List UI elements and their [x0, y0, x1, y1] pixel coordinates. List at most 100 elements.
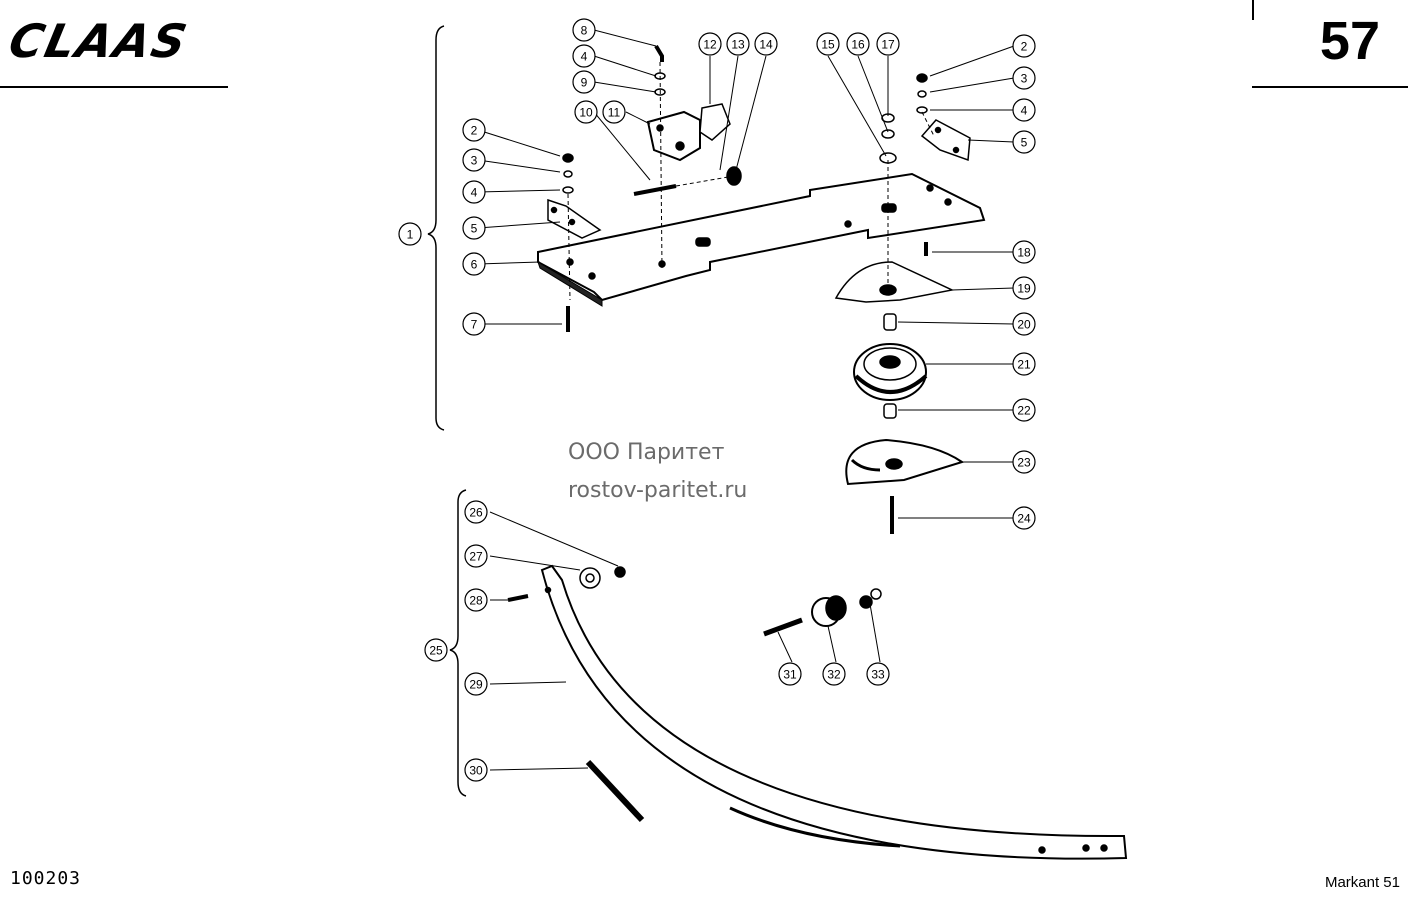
bushing-20: [883, 313, 897, 331]
group-25-brace: [449, 489, 467, 797]
bolt-8: [654, 44, 664, 62]
callout-number: 3: [1021, 72, 1028, 86]
callout-number: 5: [1021, 136, 1028, 150]
callout-number: 19: [1017, 282, 1031, 296]
callout-number: 2: [1021, 40, 1028, 54]
callout-number: 5: [471, 222, 478, 236]
callout-12: 12: [698, 32, 722, 56]
callout-32: 32: [822, 662, 846, 686]
bolt-31: [763, 617, 803, 637]
callout-11: 11: [602, 100, 626, 124]
callout-number: 4: [471, 186, 478, 200]
callout-number: 24: [1017, 512, 1031, 526]
callout-number: 32: [827, 668, 841, 682]
callout-number: 28: [469, 594, 483, 608]
callout-number: 17: [881, 38, 895, 52]
callout-33: 33: [866, 662, 890, 686]
guard-23: [845, 438, 965, 486]
callout-28: 28: [464, 588, 488, 612]
callout-number: 8: [581, 24, 588, 38]
nut-33: [859, 595, 873, 609]
group-1-brace: [427, 25, 445, 431]
callout-14: 14: [754, 32, 778, 56]
callout-number: 22: [1017, 404, 1031, 418]
callout-number: 14: [759, 38, 773, 52]
callout-number: 3: [471, 154, 478, 168]
callout-18: 18: [1012, 240, 1036, 264]
callout-number: 31: [783, 668, 797, 682]
callout-25: 25: [424, 638, 448, 662]
tube-30: [585, 759, 645, 823]
callout-number: 23: [1017, 456, 1031, 470]
washer-27: [579, 567, 601, 589]
callout-number: 11: [608, 106, 621, 120]
callout-5: 5: [1012, 130, 1036, 154]
arm-assembly: [646, 110, 701, 162]
callout-number: 25: [429, 644, 443, 658]
callout-number: 21: [1017, 358, 1031, 372]
callout-number: 18: [1017, 246, 1031, 260]
callout-5: 5: [462, 216, 486, 240]
callout-number: 4: [581, 50, 588, 64]
callout-9: 9: [572, 70, 596, 94]
mounting-plate-edge: [537, 260, 603, 307]
callout-number: 16: [851, 38, 865, 52]
callout-27: 27: [464, 544, 488, 568]
callout-15: 15: [816, 32, 840, 56]
callout-19: 19: [1012, 276, 1036, 300]
callout-1: 1: [398, 222, 422, 246]
page-number: 57: [1319, 11, 1380, 71]
callout-22: 22: [1012, 398, 1036, 422]
callout-4: 4: [572, 44, 596, 68]
callout-4: 4: [1012, 98, 1036, 122]
callout-number: 1: [407, 228, 414, 242]
callout-17: 17: [876, 32, 900, 56]
callout-30: 30: [464, 758, 488, 782]
callout-number: 27: [469, 550, 483, 564]
callout-23: 23: [1012, 450, 1036, 474]
callout-number: 29: [469, 678, 483, 692]
callout-number: 26: [469, 506, 483, 520]
callout-number: 33: [871, 668, 885, 682]
callout-24: 24: [1012, 506, 1036, 530]
watermark-website: rostov-paritet.ru: [568, 478, 748, 503]
callout-number: 10: [579, 106, 593, 120]
bolt-10: [633, 184, 677, 196]
callout-7: 7: [462, 312, 486, 336]
callout-number: 20: [1017, 318, 1031, 332]
callout-number: 6: [471, 258, 478, 272]
model-name: Markant 51: [1324, 874, 1400, 891]
nut-26: [614, 566, 626, 578]
callout-number: 4: [1021, 104, 1028, 118]
callout-number: 12: [703, 38, 717, 52]
callout-number: 9: [581, 76, 588, 90]
callout-20: 20: [1012, 312, 1036, 336]
mounting-plate: [537, 172, 986, 302]
callout-3: 3: [462, 148, 486, 172]
callout-number: 7: [471, 318, 478, 332]
leader-lines: [477, 29, 1015, 771]
callout-29: 29: [464, 672, 488, 696]
page-box-left: [1252, 0, 1254, 20]
tine-29: [540, 564, 1128, 860]
callout-number: 15: [821, 38, 835, 52]
bracket-left: [547, 198, 602, 239]
callout-10: 10: [574, 100, 598, 124]
callout-26: 26: [464, 500, 488, 524]
callout-31: 31: [778, 662, 802, 686]
callout-6: 6: [462, 252, 486, 276]
callout-number: 2: [471, 124, 478, 138]
callout-3: 3: [1012, 66, 1036, 90]
bushing-22: [883, 403, 897, 419]
document-code: 100203: [10, 868, 82, 889]
callout-21: 21: [1012, 352, 1036, 376]
header-rule-left: [0, 86, 228, 88]
callout-2: 2: [462, 118, 486, 142]
callout-4: 4: [462, 180, 486, 204]
guard-19: [834, 261, 955, 303]
callout-number: 13: [731, 38, 745, 52]
callout-16: 16: [846, 32, 870, 56]
